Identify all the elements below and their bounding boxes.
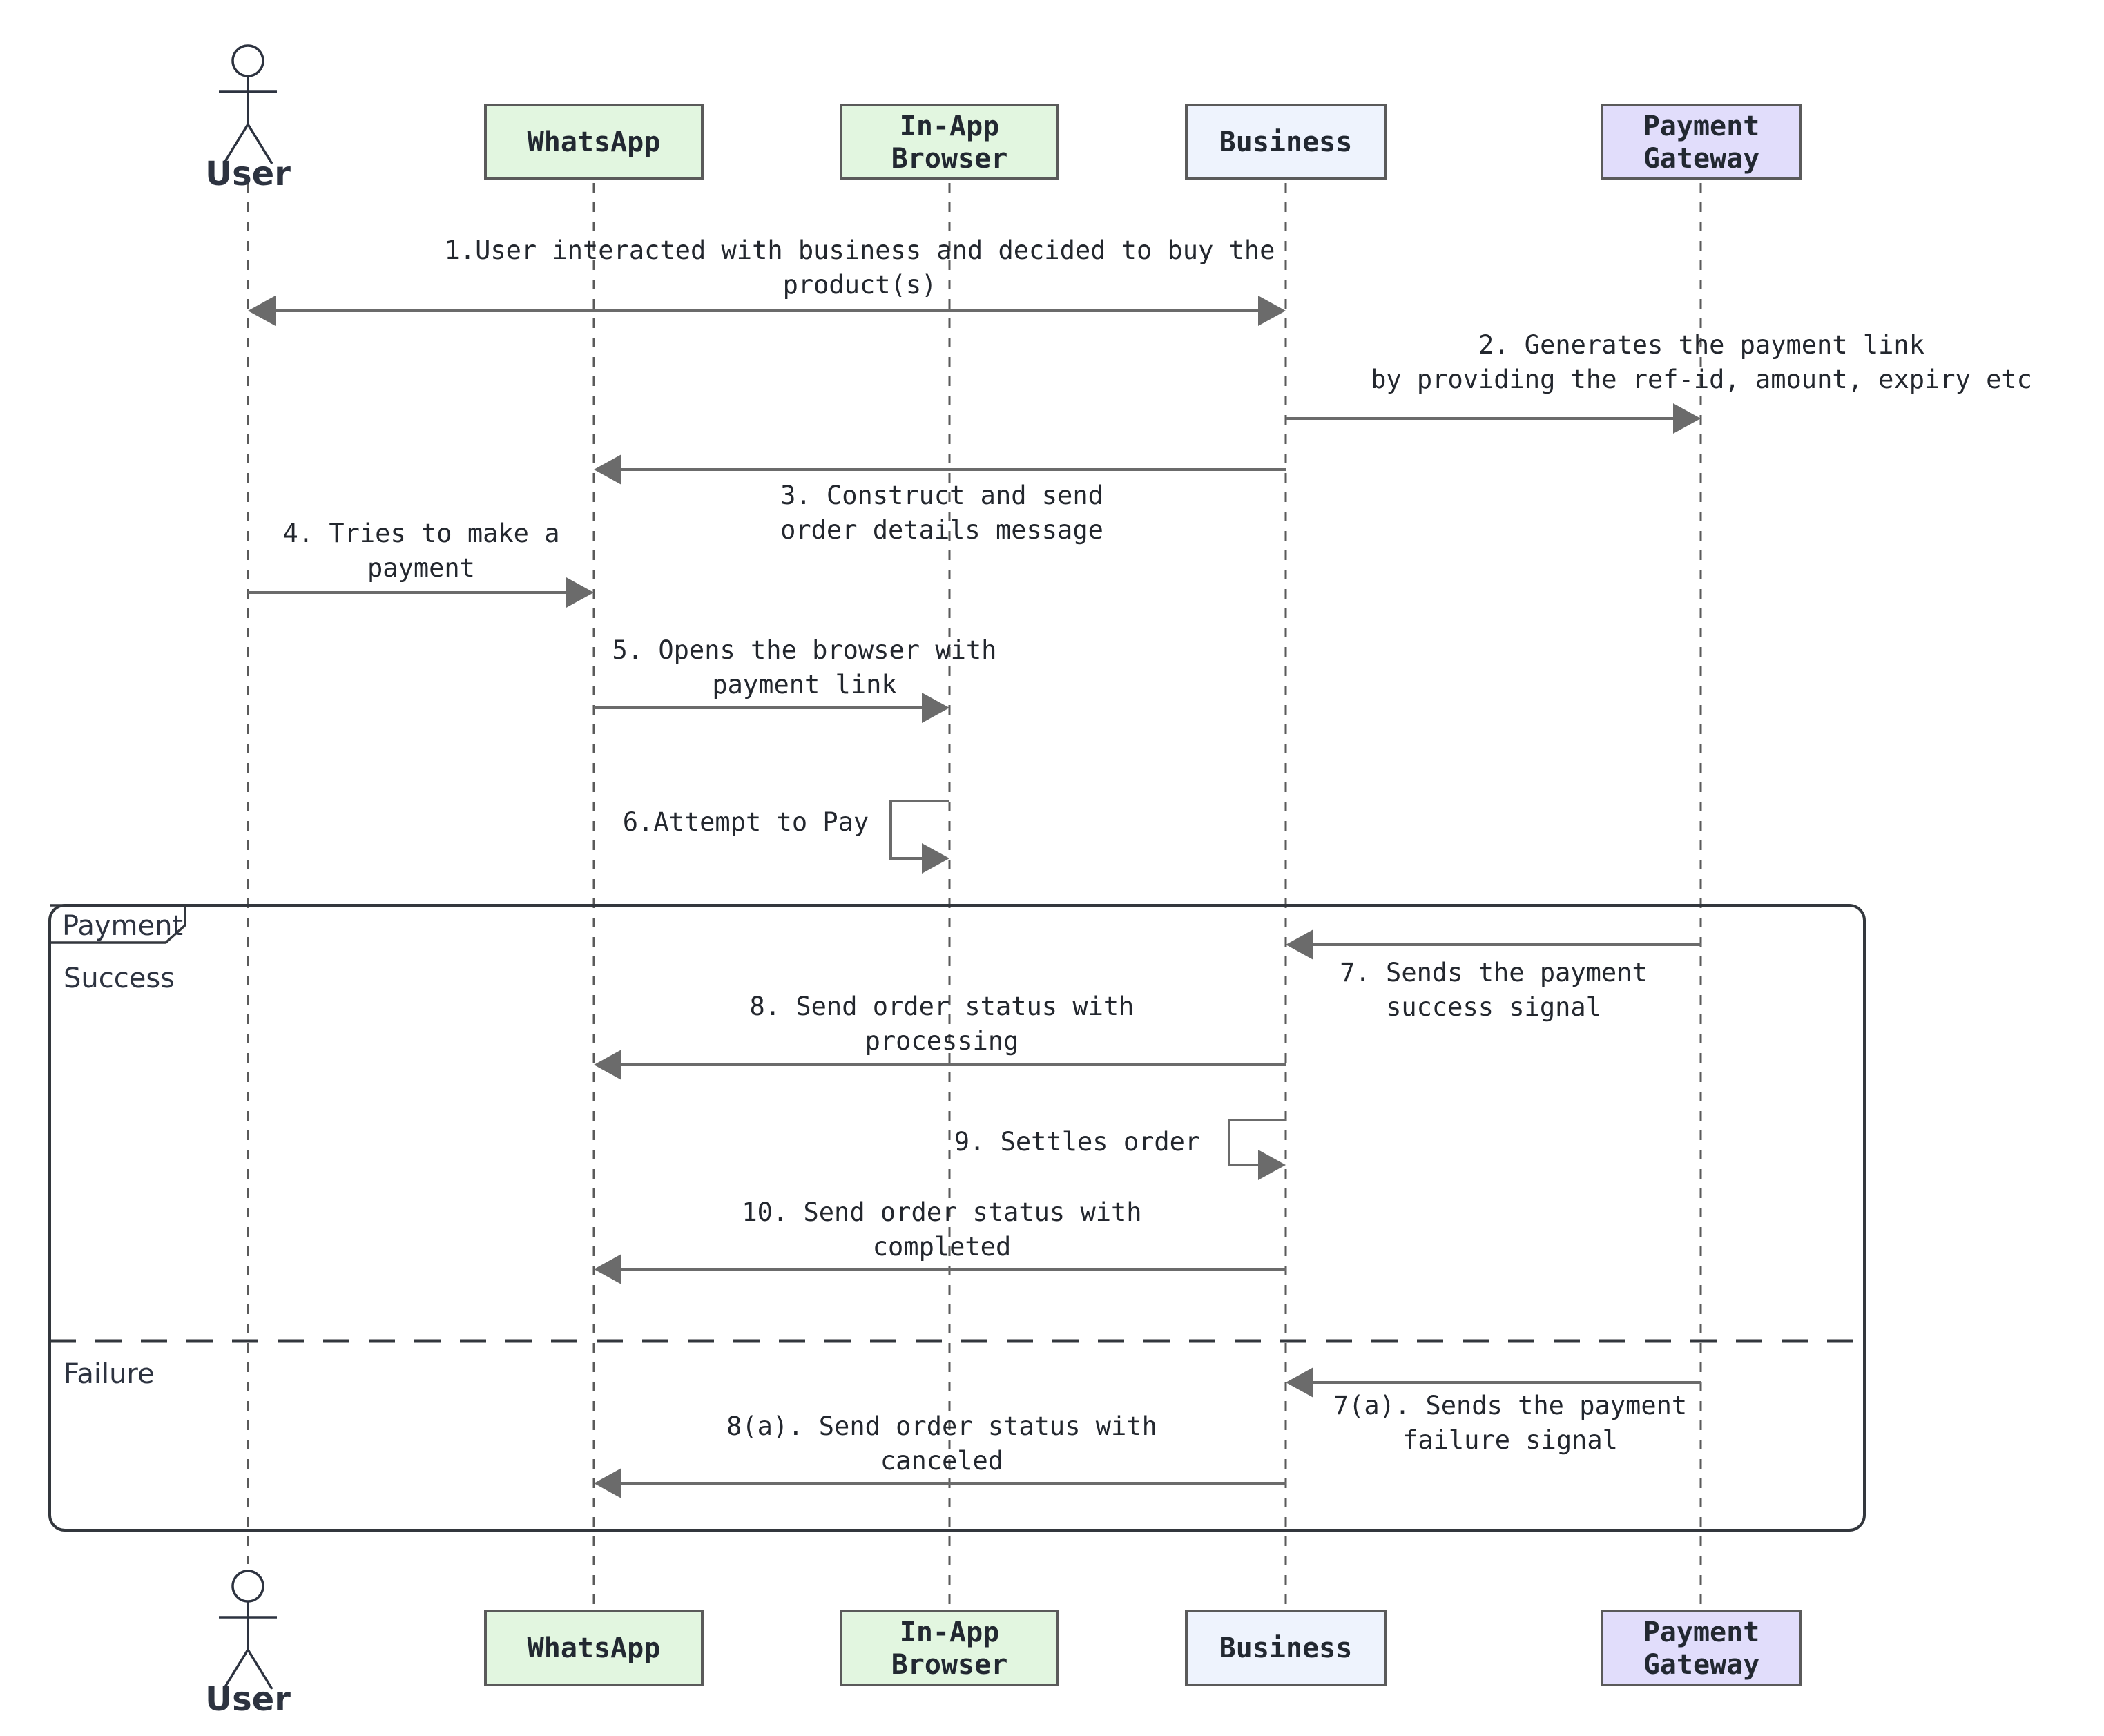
actor-head-icon-bottom xyxy=(231,1570,264,1603)
message-8-line-2: processing xyxy=(865,1026,1019,1056)
message-3-line-1: 3. Construct and send xyxy=(780,481,1103,510)
participant-whatsapp-top-label: WhatsApp xyxy=(528,126,661,158)
participant-in-app-browser-bottom-label-2: Browser xyxy=(891,1649,1008,1681)
message-5: 5. Opens the browser with payment link xyxy=(594,635,996,723)
participant-business-bottom[interactable]: Business xyxy=(1185,1610,1387,1686)
participant-whatsapp-bottom-label: WhatsApp xyxy=(528,1632,661,1664)
message-9-self-loop xyxy=(1228,1119,1286,1166)
message-2-line-1: 2. Generates the payment link xyxy=(1478,330,1924,360)
frame-label: Payment xyxy=(62,910,183,942)
participant-in-app-browser-top-label-1: In-App xyxy=(900,110,1000,142)
message-5-arrowhead xyxy=(922,693,949,723)
participant-in-app-browser-top-box xyxy=(840,104,1059,180)
participants-bottom: User WhatsApp In-App Browser Business xyxy=(205,1570,1802,1719)
actor-head-icon xyxy=(231,44,264,77)
message-5-line-2: payment link xyxy=(712,670,896,700)
message-6-self-loop xyxy=(889,800,949,860)
message-8a-line-1: 8(a). Send order status with xyxy=(726,1411,1157,1441)
participant-payment-gateway-top-label-2: Gateway xyxy=(1643,143,1760,175)
participant-business-top[interactable]: Business xyxy=(1185,104,1387,180)
message-8a-arrowhead xyxy=(594,1468,621,1498)
message-7a-line-2: failure signal xyxy=(1402,1425,1618,1455)
participant-payment-gateway-top-label-1: Payment xyxy=(1643,110,1760,142)
message-2-arrowhead xyxy=(1673,403,1701,434)
message-10: 10. Send order status with completed xyxy=(594,1197,1286,1284)
participant-business-bottom-box xyxy=(1185,1610,1387,1686)
participant-payment-gateway-bottom[interactable]: Payment Gateway xyxy=(1601,1610,1802,1686)
participant-payment-gateway-top[interactable]: Payment Gateway xyxy=(1601,104,1802,180)
frame-tab-shape xyxy=(50,904,186,944)
participant-payment-gateway-bottom-label-2: Gateway xyxy=(1643,1649,1760,1681)
message-3: 3. Construct and send order details mess… xyxy=(594,454,1286,545)
message-7-line-2: success signal xyxy=(1386,992,1601,1022)
participant-in-app-browser-bottom[interactable]: In-App Browser xyxy=(840,1610,1059,1686)
message-4-line-1: 4. Tries to make a xyxy=(283,519,560,548)
participant-user-bottom-label: User xyxy=(205,1680,291,1719)
message-6: 6.Attempt to Pay xyxy=(623,800,949,874)
message-2-line-2: by providing the ref-id, amount, expiry … xyxy=(1371,365,2032,394)
participant-user-top-label: User xyxy=(205,155,291,193)
participant-user-bottom[interactable]: User xyxy=(205,1570,291,1719)
message-7a-arrowhead xyxy=(1286,1367,1313,1398)
message-8a-line-2: canceled xyxy=(880,1446,1003,1476)
message-4-arrowhead xyxy=(566,577,594,608)
actor-leg-right-icon-bottom xyxy=(247,1649,273,1690)
message-2: 2. Generates the payment link by providi… xyxy=(1286,330,2032,434)
message-8: 8. Send order status with processing xyxy=(594,992,1286,1080)
message-8a: 8(a). Send order status with canceled xyxy=(594,1411,1286,1498)
payment-alt-frame: Payment Success Failure xyxy=(48,904,1866,1532)
actor-leg-right-icon xyxy=(247,124,273,164)
message-9-line-1: 9. Settles order xyxy=(954,1127,1200,1157)
message-7: 7. Sends the payment success signal xyxy=(1286,929,1701,1022)
participant-in-app-browser-top[interactable]: In-App Browser xyxy=(840,104,1059,180)
message-10-line-2: completed xyxy=(873,1232,1011,1262)
participant-business-top-box xyxy=(1185,104,1387,180)
message-5-line-1: 5. Opens the browser with xyxy=(612,635,997,665)
message-6-arrowhead xyxy=(922,843,949,874)
participant-whatsapp-bottom[interactable]: WhatsApp xyxy=(484,1610,704,1686)
message-7a: 7(a). Sends the payment failure signal xyxy=(1286,1367,1701,1455)
participant-whatsapp-bottom-box xyxy=(484,1610,704,1686)
participant-payment-gateway-bottom-label-1: Payment xyxy=(1643,1617,1760,1648)
message-7-arrowhead xyxy=(1286,929,1313,960)
message-7a-line-1: 7(a). Sends the payment xyxy=(1333,1391,1687,1420)
message-1: 1.User interacted with business and deci… xyxy=(248,235,1286,326)
participant-payment-gateway-bottom-box xyxy=(1601,1610,1802,1686)
message-9-arrowhead xyxy=(1258,1150,1286,1180)
participant-whatsapp-top[interactable]: WhatsApp xyxy=(484,104,704,180)
participant-in-app-browser-top-label-2: Browser xyxy=(891,143,1008,175)
actor-leg-left-icon-bottom xyxy=(222,1649,249,1690)
message-4-line-2: payment xyxy=(367,553,475,583)
participant-whatsapp-top-box xyxy=(484,104,704,180)
message-1-line-1: 1.User interacted with business and deci… xyxy=(445,235,1275,265)
message-9: 9. Settles order xyxy=(954,1119,1286,1180)
participant-business-top-label: Business xyxy=(1219,126,1353,158)
participants-top: User WhatsApp In-App Browser Business xyxy=(205,44,1802,193)
participant-in-app-browser-bottom-label-1: In-App xyxy=(900,1617,1000,1648)
lifelines-group xyxy=(247,183,1702,1609)
message-10-line-1: 10. Send order status with xyxy=(742,1197,1141,1227)
message-3-arrowhead xyxy=(594,454,621,485)
message-4: 4. Tries to make a payment xyxy=(248,519,594,608)
actor-leg-left-icon xyxy=(222,124,249,164)
frame-condition-success: Success xyxy=(64,963,175,994)
message-3-line-2: order details message xyxy=(780,515,1103,545)
message-10-arrowhead xyxy=(594,1254,621,1284)
participant-business-bottom-label: Business xyxy=(1219,1632,1353,1664)
message-1-arrowhead-left xyxy=(248,296,276,326)
message-1-arrowhead-right xyxy=(1258,296,1286,326)
message-1-line-2: product(s) xyxy=(783,270,937,300)
message-8-arrowhead xyxy=(594,1050,621,1080)
message-6-line-1: 6.Attempt to Pay xyxy=(623,807,869,837)
participant-user-top[interactable]: User xyxy=(205,44,291,193)
participant-payment-gateway-top-box xyxy=(1601,104,1802,180)
frame-condition-failure: Failure xyxy=(64,1358,155,1390)
participant-in-app-browser-bottom-box xyxy=(840,1610,1059,1686)
frame-outline xyxy=(48,904,1866,1532)
message-7-line-1: 7. Sends the payment xyxy=(1340,958,1648,987)
message-8-line-1: 8. Send order status with xyxy=(750,992,1135,1021)
